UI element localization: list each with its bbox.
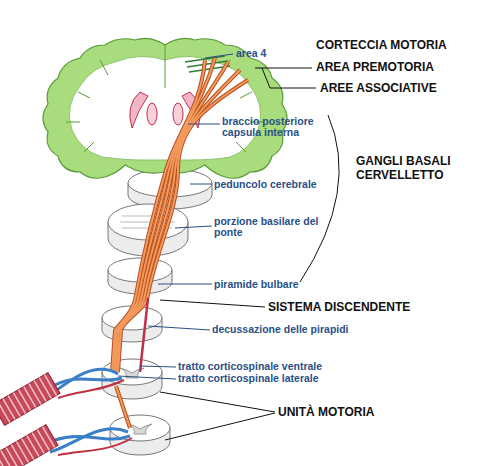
grey-matter	[128, 424, 152, 434]
structure-label: braccio posteriore capsula interna	[222, 116, 334, 138]
leader-line	[175, 226, 212, 228]
spinal-section	[110, 415, 170, 455]
muscle	[0, 425, 58, 466]
bracket-line	[300, 115, 339, 282]
nerve-fiber	[58, 380, 124, 398]
cortex	[43, 38, 287, 178]
structure-label: peduncolo cerebrale	[214, 179, 317, 190]
leader-line	[160, 300, 265, 307]
section-heading: GANGLI BASALI CERVELLETTO	[356, 154, 471, 182]
section-heading: AREA PREMOTORIA	[316, 60, 434, 74]
structure-label: piramide bulbare	[214, 279, 299, 290]
leader-line	[205, 54, 233, 58]
leader-line	[118, 376, 176, 379]
leader-line	[160, 392, 275, 440]
nerve-fiber	[55, 436, 130, 440]
leader-line	[188, 124, 220, 125]
section-heading: UNITÀ MOTORIA	[278, 405, 374, 419]
brain-section	[43, 38, 287, 178]
tract-fiber	[116, 386, 130, 428]
nerve-fiber	[58, 438, 132, 455]
structure-label: decussazione delle pirapidi	[212, 324, 349, 335]
muscle-body	[0, 373, 60, 426]
section-heading: AREE ASSOCIATIVE	[320, 81, 437, 95]
leader-line	[158, 284, 212, 285]
ventricle	[130, 92, 148, 128]
ventral-tract	[140, 298, 148, 372]
muscle-striation	[0, 427, 55, 466]
peripheral-nerves	[50, 369, 132, 455]
muscle-striation	[0, 375, 57, 423]
leader-line	[148, 326, 210, 330]
structure-label: area 4	[236, 48, 266, 59]
muscle-body	[0, 425, 58, 466]
tract-fiber	[116, 386, 130, 428]
basal-nucleus	[147, 103, 157, 125]
leader-line	[140, 366, 176, 367]
structure-label: porzione basilare del ponte	[214, 216, 319, 238]
basal-nucleus	[173, 103, 183, 125]
leader-line	[190, 184, 212, 185]
section-heading: SISTEMA DISCENDENTE	[268, 300, 410, 314]
tract-fiber	[115, 62, 228, 372]
section-heading: CORTECCIA MOTORIA	[316, 38, 447, 52]
structure-label: tratto corticospinale laterale	[178, 373, 319, 384]
structure-label: tratto corticospinale ventrale	[178, 361, 322, 372]
nerve-fiber	[50, 429, 128, 452]
leader-line	[262, 68, 316, 88]
muscle	[0, 373, 60, 426]
leader-lines	[118, 54, 339, 440]
leader-line	[255, 68, 312, 69]
